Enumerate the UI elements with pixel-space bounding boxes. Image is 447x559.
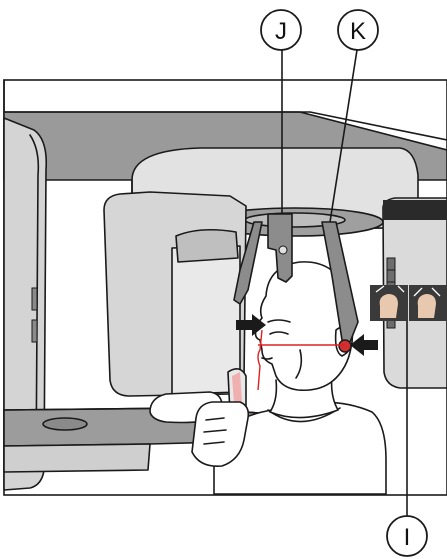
forehead-support-knob — [279, 246, 287, 254]
callout-j-label: J — [275, 18, 287, 45]
column-slot-1 — [32, 288, 37, 310]
sensor-inner — [176, 230, 238, 262]
head-tilt-icon-2 — [418, 294, 436, 318]
callout-i-label: I — [404, 524, 411, 551]
tube-head-dark-top — [383, 200, 447, 220]
column-slot-2 — [32, 320, 37, 342]
hand-rest-hole — [43, 418, 87, 430]
hand-rest-front — [4, 444, 150, 472]
head-tilt-icon-1 — [380, 294, 398, 318]
ear-plug — [339, 340, 351, 352]
callout-k-label: K — [350, 18, 366, 45]
